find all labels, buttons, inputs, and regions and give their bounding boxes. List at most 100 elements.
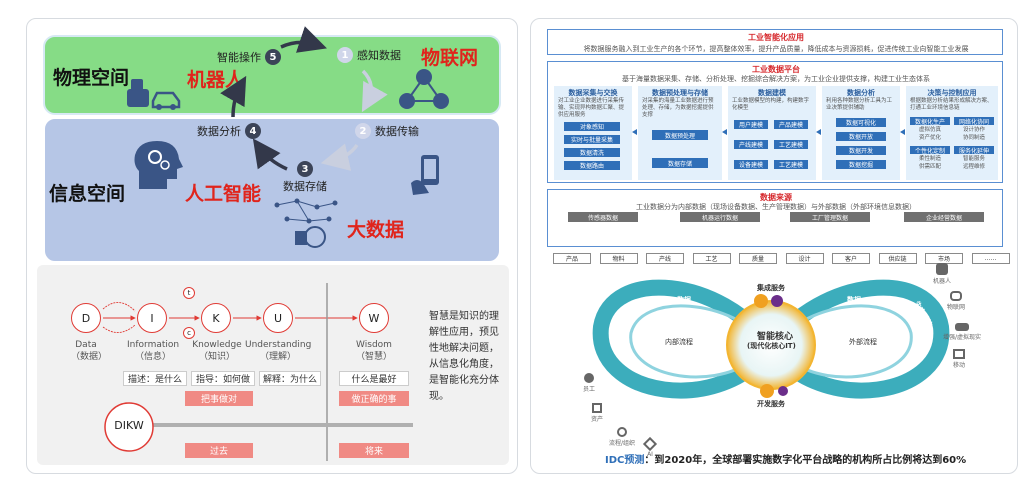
icon-employee-label: 员工 xyxy=(583,386,596,393)
do-right-thing-pill: 做正确的事 xyxy=(339,391,409,406)
dikw-node-data: D xyxy=(71,303,101,333)
cps-dikw-panel: 物理空间 信息空间 机器人 物联网 智能操作 5 1 感知数据 2 数据传输 3… xyxy=(26,18,518,474)
dikw-en-wisdom: Wisdom xyxy=(356,340,392,350)
info-space-title: 信息空间 xyxy=(49,183,126,205)
decision-supply-match: 供需匹配 xyxy=(918,164,941,170)
data-category-chip: 产品 xyxy=(553,253,591,264)
data-category-chip: 设计 xyxy=(785,253,824,264)
data-category-chip: 质量 xyxy=(739,253,777,264)
chip-object-sensing: 对象感知 xyxy=(564,122,620,131)
q-how-pill: 指导：如何做 xyxy=(191,371,255,386)
column-connectors xyxy=(632,129,905,135)
step-2: 2 数据传输 xyxy=(355,123,419,139)
chip-preprocess: 数据预处理 xyxy=(652,130,708,140)
dikw-small-c: c xyxy=(183,327,195,339)
dikw-cn-information: （信息） xyxy=(134,352,171,362)
source-sensor: 传感器数据 xyxy=(568,212,638,222)
data-right-label: 数据 xyxy=(847,296,861,304)
icon-robot-label: 机器人 xyxy=(933,278,952,285)
core-subtitle: (现代化核心IT) xyxy=(747,342,796,350)
dikw-node-understanding: U xyxy=(263,303,293,333)
chip-line-model: 产线建模 xyxy=(734,140,768,149)
step-2-label: 数据传输 xyxy=(375,125,419,138)
ai-chip-icon xyxy=(642,436,658,452)
icon-ai: AI xyxy=(642,436,658,458)
column-preprocess-desc: 对采集的海量工业数据进行预处理、存储，为数据挖掘提供支撑 xyxy=(642,98,714,118)
column-decision-title: 决策与控制应用 xyxy=(927,89,977,97)
icon-vr: 增强/虚拟现实 xyxy=(943,323,981,341)
icon-asset: 资产 xyxy=(591,403,603,423)
data-category-chip: 客户 xyxy=(832,253,870,264)
insight-label: 洞察 xyxy=(641,396,655,404)
column-analysis-desc: 利用各种数据分析工具为工业决策提供辅助 xyxy=(826,98,893,111)
dikw-en-data: Data xyxy=(75,340,97,350)
dikw-label-wisdom: Wisdom （智慧） xyxy=(349,339,399,363)
icon-asset-label: 资产 xyxy=(591,416,604,423)
idc-forecast: IDC预测：到2020年，全球部署实施数字化平台战略的机构所占比例将达到60% xyxy=(605,451,966,466)
data-platform-box: 工业数据平台 基于海量数据采集、存储、分析处理、挖掘综合解决方案，为工业企业提供… xyxy=(547,61,1003,183)
decision-virtual-sim: 虚拟仿真 xyxy=(918,127,941,133)
phone-hand-icon xyxy=(411,155,439,195)
data-source-title: 数据来源 xyxy=(760,193,792,202)
q-best-pill: 什么是最好 xyxy=(339,371,409,386)
icon-vr-label: 增强/虚拟现实 xyxy=(943,334,982,341)
dikw-node-knowledge: K xyxy=(201,303,231,333)
dikw-cn-knowledge: （知识） xyxy=(198,352,235,362)
data-left-label: 数据 xyxy=(677,296,691,304)
industrial-platform-panel: 工业智能化应用 将数据服务融入到工业生产的各个环节，提高整体效率，提升产品质量，… xyxy=(530,18,1018,474)
dikw-label-data: Data （数据） xyxy=(71,339,108,363)
dikw-cn-understanding: （理解） xyxy=(259,352,296,362)
iot-icon xyxy=(950,291,962,301)
column-modeling-desc: 工业数据模型的构建，构建数字化模型 xyxy=(732,98,810,111)
outer-process: 外部流程 xyxy=(849,338,877,346)
decision-remote-repair: 远程维修 xyxy=(962,164,985,170)
physical-space-title: 物理空间 xyxy=(53,67,130,89)
column-decision: 决策与控制应用 根据数据分析结果形成解决方案、打通工业环境信息链 数据化生产 网… xyxy=(906,86,998,180)
column-collection-title: 数据采集与交换 xyxy=(568,89,618,97)
q-why-pill: 解释：为什么 xyxy=(259,371,321,386)
dikw-en-knowledge: Knowledge xyxy=(192,340,242,350)
source-machine: 机器运行数据 xyxy=(680,212,760,222)
ai-head-icon xyxy=(134,141,183,189)
icon-process-label: 流程/组织 xyxy=(609,440,636,447)
chip-user-model: 用户建模 xyxy=(734,120,768,129)
wisdom-description: 智慧是知识的理解性应用，预见性地解决问题，从信息化角度，是智能化充分体现。 xyxy=(429,311,499,402)
robot-icon xyxy=(936,263,948,275)
process-icon xyxy=(617,427,628,437)
q-what-pill: 描述：是什么 xyxy=(123,371,187,386)
decision-smart-service: 智能服务 xyxy=(962,156,985,162)
step-2-number: 2 xyxy=(355,123,371,139)
chip-data-open: 数据开放 xyxy=(836,132,886,141)
dikw-label-knowledge: Knowledge （知识） xyxy=(191,339,243,363)
data-category-chip: …… xyxy=(971,253,1010,264)
source-enterprise: 企业经营数据 xyxy=(904,212,984,222)
source-factory: 工厂管理数据 xyxy=(790,212,870,222)
column-preprocess: 数据预处理与存储 对采集的海量工业数据进行预处理、存储，为数据挖掘提供支撑 数据… xyxy=(638,86,722,180)
dikw-arrows xyxy=(102,283,413,461)
step-3: 3 数据存储 xyxy=(283,161,327,194)
chip-network-collab: 网络化协同 xyxy=(954,117,994,126)
step-5: 智能操作 5 xyxy=(217,49,281,65)
icon-employee: 员工 xyxy=(583,373,595,393)
column-modeling-title: 数据建模 xyxy=(758,89,786,97)
icon-iot-label: 物联网 xyxy=(947,304,966,311)
dikw-cn-data: （数据） xyxy=(71,352,108,362)
industrial-app-title: 工业智能化应用 xyxy=(748,33,804,42)
column-decision-desc: 根据数据分析结果形成解决方案、打通工业环境信息链 xyxy=(910,98,993,111)
chip-storage: 数据存储 xyxy=(652,158,708,168)
icon-robot: 机器人 xyxy=(933,263,951,285)
chip-data-cleaning: 数据清洗 xyxy=(564,148,620,157)
chip-data-routing: 数据路由 xyxy=(564,161,620,170)
decision-design-collab: 设计协作 xyxy=(962,127,985,133)
step-1-number: 1 xyxy=(337,47,353,63)
chip-visualization: 数据可视化 xyxy=(836,118,886,127)
dev-service: 开发服务 xyxy=(757,400,785,408)
big-data-network-icon xyxy=(274,198,338,248)
dikw-node-wisdom: W xyxy=(359,303,389,333)
dikw-cn-wisdom: （智慧） xyxy=(355,352,392,362)
step-1: 1 感知数据 xyxy=(337,47,401,63)
icon-ai-label: AI xyxy=(647,451,653,458)
chip-process-model-2: 工艺建模 xyxy=(774,160,808,169)
icon-iot: 物联网 xyxy=(947,291,965,311)
chip-digital-production: 数据化生产 xyxy=(910,117,950,126)
